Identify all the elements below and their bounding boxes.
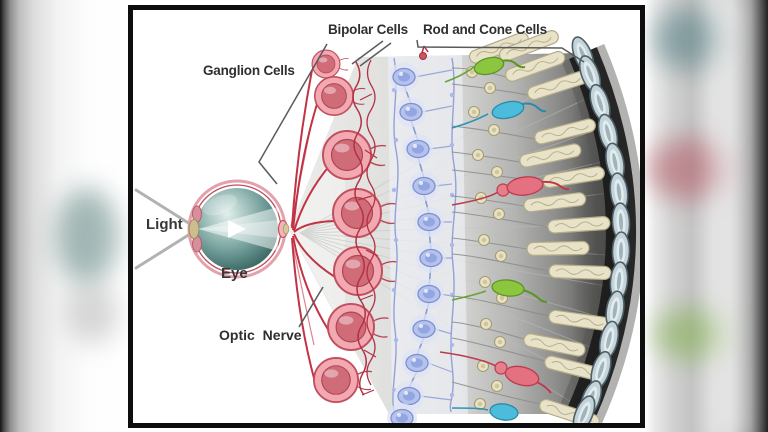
cone-cell-cyan: [491, 100, 547, 120]
eye-label: Eye: [221, 265, 248, 282]
bipolar-cell: [402, 133, 434, 165]
lens: [188, 219, 200, 239]
nucleus: [494, 249, 508, 263]
light-arrow: [228, 220, 246, 238]
nucleus: [471, 148, 485, 162]
cone-cells-layer: [473, 56, 570, 421]
blurred-eye-reflection: [56, 188, 118, 284]
background-blur-left: [0, 0, 128, 432]
ganglion-bracket: [258, 43, 328, 185]
ganglion-cells-label: Ganglion Cells: [203, 63, 295, 78]
optic-nerve-fibers: [290, 69, 336, 383]
leader-lines: [258, 39, 585, 328]
nucleus: [490, 165, 504, 179]
bipolar-cell: [415, 242, 447, 274]
rod-cone-bracket: [416, 39, 585, 63]
bipolar-cell: [388, 61, 420, 93]
cone-cell-green: [473, 56, 526, 76]
bipolar-cell: [413, 278, 445, 310]
rod-cell: [548, 263, 612, 281]
nucleus: [483, 81, 497, 95]
eye-illustration: [187, 179, 290, 279]
cone-cell-red: [496, 176, 570, 197]
nucleus: [493, 335, 507, 349]
blurred-light-band: [713, 0, 745, 432]
bipolar-cell: [413, 206, 445, 238]
nucleus: [487, 123, 501, 137]
light-rays: [134, 188, 200, 270]
red-dendrite-web: [352, 59, 379, 396]
bipolar-cell: [408, 313, 440, 345]
cone-fibers: [439, 66, 499, 411]
rod-and-cone-cells-label: Rod and Cone Cells: [423, 22, 547, 37]
rod-cell: [526, 240, 590, 257]
cone-cell-red-2: [494, 361, 552, 394]
optic-nerve-leader: [298, 286, 324, 328]
bipolar-leader-1: [351, 40, 384, 65]
bipolar-cell: [395, 96, 427, 128]
optic-nerve-label: Optic Nerve: [219, 327, 302, 343]
bipolar-cell: [401, 347, 433, 379]
light-label: Light: [146, 216, 183, 233]
bipolar-cells-label: Bipolar Cells: [328, 22, 408, 37]
nucleus: [467, 105, 481, 119]
background-blur-right: [645, 0, 768, 432]
nucleus: [479, 317, 493, 331]
nucleus: [478, 275, 492, 289]
retina-diagram-illustration: [134, 28, 640, 423]
blurred-gray-blob: [66, 282, 118, 344]
nucleus: [490, 379, 504, 393]
cone-cell-cyan-2: [489, 403, 519, 421]
diagram-panel: Ganglion Cells Bipolar Cells Rod and Con…: [128, 5, 645, 428]
ganglion-cell: [311, 49, 350, 79]
bipolar-leader-2: [359, 42, 392, 67]
nucleus: [477, 233, 491, 247]
nucleus: [492, 207, 506, 221]
bipolar-cell: [408, 170, 440, 202]
cone-cell-green-2: [491, 279, 548, 303]
